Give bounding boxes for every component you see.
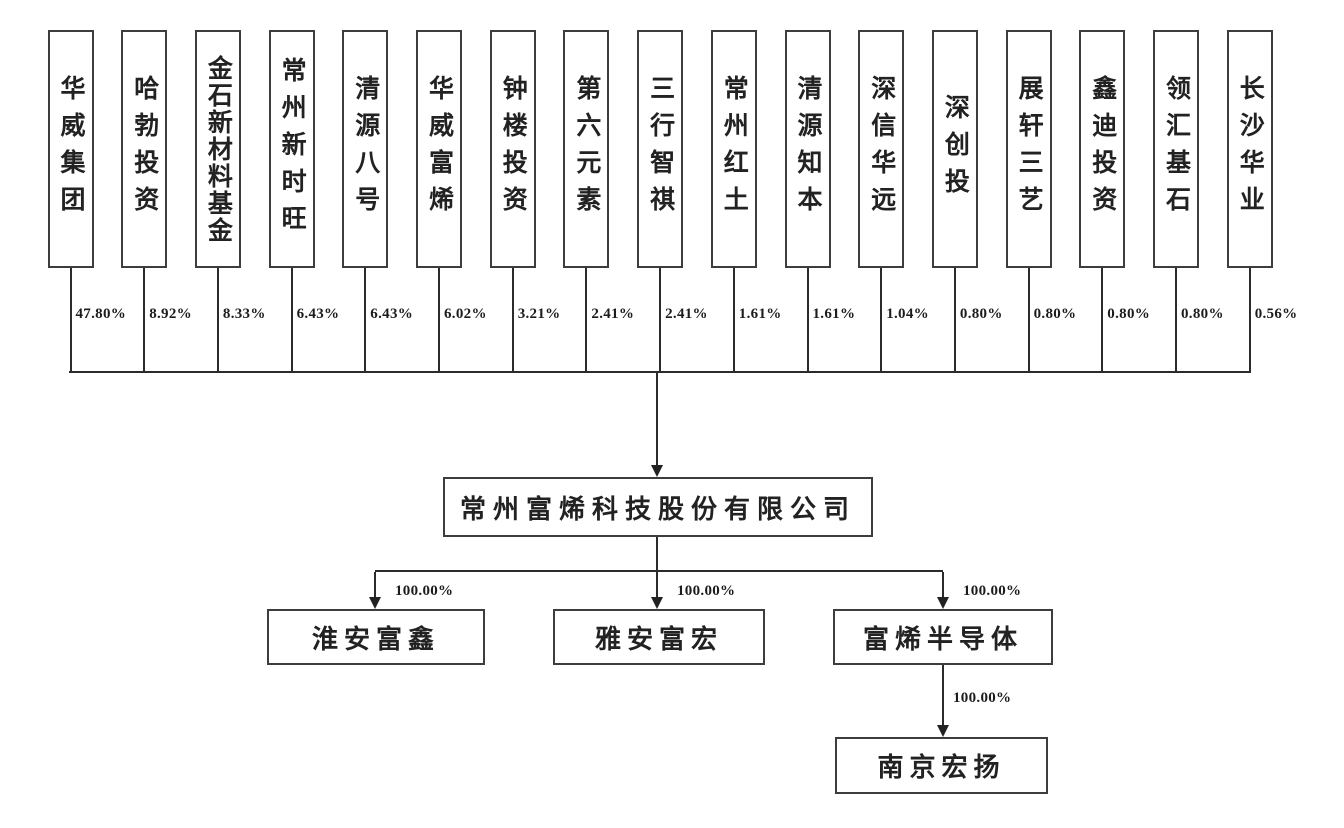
subsidiary-box: 富烯半导体 bbox=[833, 609, 1053, 665]
shareholder-name: 清源知本 bbox=[794, 75, 821, 223]
shareholder-box: 领汇基石 bbox=[1153, 30, 1199, 268]
shareholder-connector-line bbox=[511, 268, 514, 373]
ownership-percentage-label: 0.80% bbox=[1107, 306, 1151, 322]
shareholder-box: 金石新材料基金 bbox=[194, 30, 241, 268]
shareholder-box: 华威集团 bbox=[47, 30, 94, 268]
shareholder-name: 领汇基石 bbox=[1162, 75, 1190, 223]
grandchild-connector-line bbox=[942, 665, 944, 726]
shareholder-connector-line bbox=[880, 268, 883, 373]
shareholder-name: 展轩三艺 bbox=[1015, 75, 1043, 223]
shareholder-connector-line bbox=[732, 268, 735, 373]
shareholder-name: 第六元素 bbox=[572, 75, 600, 223]
ownership-percentage-label: 0.56% bbox=[1254, 306, 1298, 322]
shareholder-box: 鑫迪投资 bbox=[1079, 30, 1126, 268]
shareholder-box: 哈勃投资 bbox=[121, 30, 168, 268]
shareholder-connector-line bbox=[143, 268, 146, 373]
arrow-down-icon bbox=[937, 597, 949, 609]
subsidiary-name: 富烯半导体 bbox=[862, 624, 1023, 654]
ownership-percentage-label: 100.00% bbox=[395, 583, 454, 599]
ownership-percentage-label: 1.61% bbox=[738, 306, 782, 322]
shareholder-connector-line bbox=[585, 268, 588, 373]
ownership-percentage-label: 100.00% bbox=[953, 690, 1012, 706]
shareholder-connector-line bbox=[1248, 268, 1251, 373]
shareholder-name: 长沙华业 bbox=[1236, 75, 1264, 223]
subsidiary-connector-line bbox=[942, 572, 944, 599]
subsidiary-box: 雅安富宏 bbox=[553, 609, 765, 665]
company-box: 常州富烯科技股份有限公司 bbox=[443, 477, 873, 537]
ownership-percentage-label: 1.04% bbox=[886, 306, 929, 322]
company-connector-line bbox=[656, 373, 658, 467]
shareholder-connector-line bbox=[953, 268, 956, 373]
shareholder-box: 常州新时旺 bbox=[268, 30, 315, 268]
shareholder-name: 华威富烯 bbox=[425, 75, 453, 223]
shareholder-name: 钟楼投资 bbox=[499, 75, 527, 223]
shareholder-name: 鑫迪投资 bbox=[1088, 75, 1116, 223]
shareholder-connector-line bbox=[69, 268, 72, 373]
shareholder-box: 深创投 bbox=[931, 30, 978, 268]
ownership-percentage-label: 0.80% bbox=[959, 306, 1003, 322]
shareholder-name: 清源八号 bbox=[351, 75, 379, 223]
shareholder-box: 华威富烯 bbox=[416, 30, 462, 268]
shareholder-connector-line bbox=[659, 268, 662, 373]
ownership-percentage-label: 2.41% bbox=[665, 306, 708, 322]
shareholder-connector-line bbox=[364, 268, 367, 373]
shareholder-connector-line bbox=[216, 268, 219, 373]
shareholder-name: 深信华远 bbox=[867, 75, 895, 223]
shareholder-name: 深创投 bbox=[941, 93, 969, 205]
shareholder-box: 展轩三艺 bbox=[1005, 30, 1052, 268]
subsidiaries-bus-line bbox=[375, 570, 943, 572]
shareholder-name: 哈勃投资 bbox=[130, 75, 158, 223]
shareholder-box: 深信华远 bbox=[858, 30, 905, 268]
shareholder-connector-line bbox=[290, 268, 293, 373]
shareholder-box: 清源知本 bbox=[784, 30, 831, 268]
shareholder-name: 金石新材料基金 bbox=[204, 54, 232, 244]
ownership-percentage-label: 100.00% bbox=[963, 583, 1022, 599]
ownership-percentage-label: 100.00% bbox=[677, 583, 736, 599]
subsidiary-name: 淮安富鑫 bbox=[311, 624, 440, 654]
grandchild-name: 南京宏扬 bbox=[877, 753, 1006, 782]
subsidiary-name: 雅安富宏 bbox=[594, 624, 723, 654]
subsidiary-box: 淮安富鑫 bbox=[267, 609, 485, 665]
arrow-down-icon bbox=[651, 597, 663, 609]
ownership-percentage-label: 6.02% bbox=[444, 306, 487, 322]
ownership-percentage-label: 6.43% bbox=[370, 306, 414, 322]
shareholder-connector-line bbox=[1175, 268, 1177, 373]
company-name: 常州富烯科技股份有限公司 bbox=[459, 494, 856, 524]
arrow-down-icon bbox=[369, 597, 381, 609]
shareholder-connector-line bbox=[438, 268, 440, 373]
ownership-percentage-label: 1.61% bbox=[812, 306, 856, 322]
shareholder-connector-line bbox=[1027, 268, 1030, 373]
shareholder-box: 长沙华业 bbox=[1226, 30, 1273, 268]
ownership-percentage-label: 6.43% bbox=[296, 306, 340, 322]
shareholder-box: 常州红土 bbox=[710, 30, 757, 268]
arrow-down-icon bbox=[651, 465, 663, 477]
shareholder-connector-line bbox=[806, 268, 809, 373]
shareholder-name: 常州红土 bbox=[720, 75, 748, 223]
shareholder-name: 三行智祺 bbox=[646, 75, 674, 223]
ownership-percentage-label: 0.80% bbox=[1033, 306, 1077, 322]
arrow-down-icon bbox=[937, 725, 949, 737]
ownership-percentage-label: 0.80% bbox=[1181, 306, 1224, 322]
shareholder-name: 常州新时旺 bbox=[278, 56, 306, 242]
company-stem-line bbox=[656, 537, 658, 571]
ownership-percentage-label: 47.80% bbox=[75, 306, 127, 322]
shareholder-box: 清源八号 bbox=[342, 30, 389, 268]
ownership-percentage-label: 8.33% bbox=[222, 306, 266, 322]
shareholder-box: 钟楼投资 bbox=[489, 30, 536, 268]
subsidiary-connector-line bbox=[374, 572, 376, 599]
shareholder-name: 华威集团 bbox=[57, 75, 84, 223]
ownership-percentage-label: 8.92% bbox=[149, 306, 192, 322]
grandchild-box: 南京宏扬 bbox=[835, 737, 1048, 794]
ownership-percentage-label: 2.41% bbox=[591, 306, 635, 322]
shareholder-box: 三行智祺 bbox=[637, 30, 684, 268]
shareholder-connector-line bbox=[1101, 268, 1104, 373]
shareholder-box: 第六元素 bbox=[563, 30, 610, 268]
subsidiary-connector-line bbox=[656, 572, 658, 599]
ownership-percentage-label: 3.21% bbox=[517, 306, 561, 322]
